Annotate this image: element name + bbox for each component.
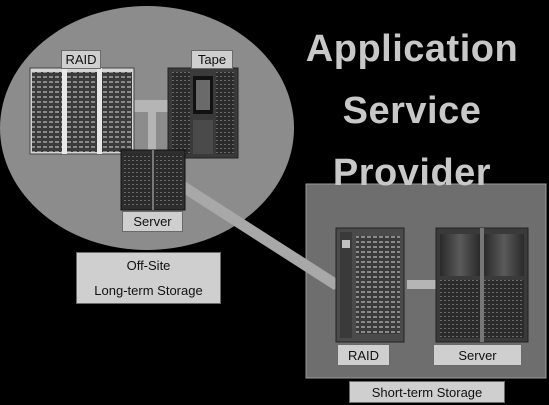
title-line-1: Application [305,28,519,70]
offsite-raid-rack [29,67,135,155]
page-title: Application Service Provider [282,18,542,204]
shortterm-raid-label: RAID [337,344,390,366]
shortterm-caption: Short-term Storage [349,381,505,403]
shortterm-raid-cabinet [335,227,405,343]
offsite-server-unit [120,149,186,211]
link-connector [178,182,342,290]
offsite-caption-line-1: Off-Site [126,258,171,273]
title-line-2: Service [342,90,482,132]
title-line-3: Provider [332,152,492,194]
offsite-caption: Off-Site Long-term Storage [76,252,221,304]
offsite-tape-library [167,67,239,159]
raid-server-link [407,280,437,289]
shortterm-server-unit [435,227,529,343]
offsite-caption-line-2: Long-term Storage [94,283,203,298]
offsite-server-label: Server [122,211,183,232]
offsite-tape-label: Tape [191,50,233,69]
offsite-raid-label: RAID [61,50,101,69]
shortterm-server-label: Server [433,344,522,366]
raid-tape-link [134,100,178,112]
